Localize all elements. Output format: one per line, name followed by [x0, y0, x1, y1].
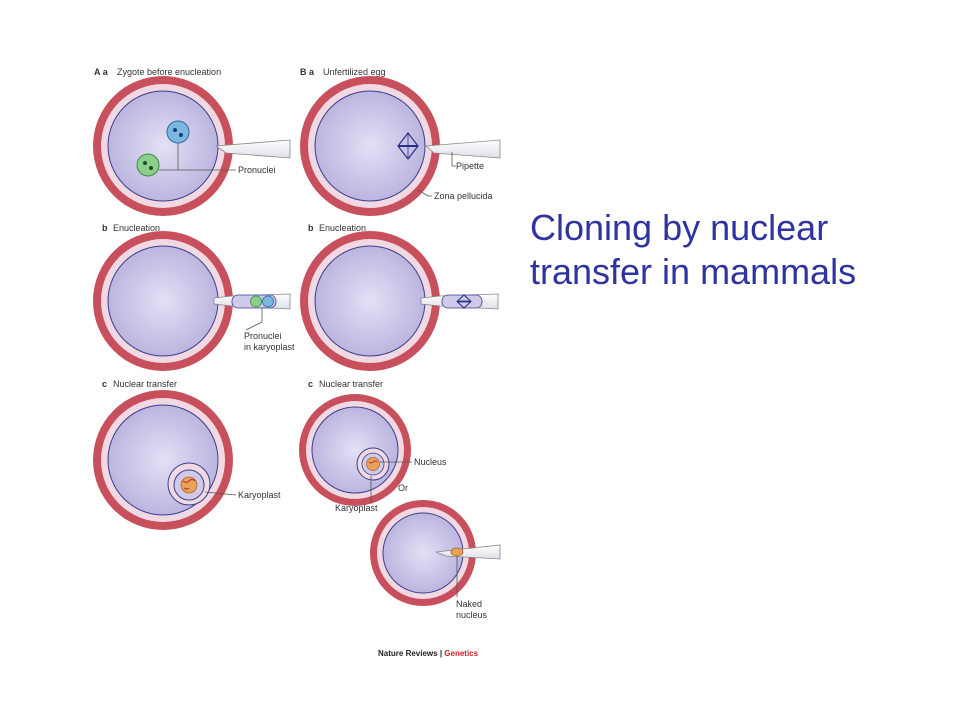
panel-b-c-caption: Nuclear transfer	[319, 379, 383, 389]
pronucleus-blue	[262, 295, 274, 308]
panel-b-b-caption: Enucleation	[319, 223, 366, 233]
credit-section: Genetics	[444, 649, 478, 658]
panel-a-b-letter: b	[102, 223, 108, 233]
label-nucleus: Nucleus	[414, 457, 447, 467]
label-pronuclei-karyoplast-2: in karyoplast	[244, 342, 295, 352]
pronucleus-blue	[166, 120, 190, 144]
panel-a-c: c Nuclear transfer Karyoplast	[93, 379, 281, 530]
label-zona-pellucida: Zona pellucida	[434, 191, 493, 201]
metaphase-spindle	[397, 132, 419, 160]
oocyte-cytoplasm	[107, 245, 219, 357]
col-b-letter: B	[300, 67, 307, 77]
panel-a-b-caption: Enucleation	[113, 223, 160, 233]
panel-a-a-caption: Zygote before enucleation	[117, 67, 221, 77]
panel-a-c-letter: c	[102, 379, 107, 389]
oocyte-cytoplasm	[314, 90, 426, 202]
oocyte-cytoplasm	[314, 245, 426, 357]
panel-b-b-letter: b	[308, 223, 314, 233]
panel-a-a-letter: a	[103, 67, 109, 77]
label-naked-nucleus-1: Naked	[456, 599, 482, 609]
label-karyoplast-b: Karyoplast	[335, 503, 378, 513]
injection-pipette	[435, 544, 501, 560]
pronucleus-green	[250, 295, 262, 308]
label-pronuclei: Pronuclei	[238, 165, 276, 175]
panel-a-b: b Enucleation Pronuclei in karyoplast	[93, 223, 295, 371]
label-karyoplast: Karyoplast	[238, 490, 281, 500]
panel-b-c-letter: c	[308, 379, 313, 389]
oocyte-cytoplasm	[107, 90, 219, 202]
label-pronuclei-karyoplast-1: Pronuclei	[244, 331, 282, 341]
naked-nucleus	[450, 547, 464, 557]
panel-a-c-caption: Nuclear transfer	[113, 379, 177, 389]
panel-b-c-alt: Naked nucleus	[370, 500, 501, 620]
label-or: Or	[398, 483, 408, 493]
panel-b-a-caption: Unfertilized egg	[323, 67, 386, 77]
svg-text:B a: B a	[300, 67, 315, 77]
slide-title-line-2: transfer in mammals	[530, 251, 857, 292]
donor-nucleus	[180, 476, 198, 494]
credit-journal: Nature Reviews	[378, 649, 438, 658]
holding-pipette	[214, 139, 291, 159]
oocyte-cytoplasm	[311, 406, 399, 494]
panel-b-b: b Enucleation	[300, 223, 499, 371]
svg-text:A a: A a	[94, 67, 109, 77]
donor-nucleus	[366, 457, 380, 471]
label-pipette: Pipette	[456, 161, 484, 171]
label-naked-nucleus-2: nucleus	[456, 610, 488, 620]
metaphase-spindle	[456, 294, 472, 309]
slide-title-line-1: Cloning by nuclear	[530, 207, 829, 248]
panel-a-a: A a Zygote before enucleation Pronuclei	[93, 67, 291, 216]
credit-separator: |	[438, 649, 445, 658]
col-a-letter: A	[94, 67, 101, 77]
panel-b-a: B a Unfertilized egg Pipette Zona pelluc…	[300, 67, 501, 216]
panel-b-a-letter: a	[309, 67, 315, 77]
pronucleus-green	[136, 153, 160, 177]
figure-credit: Nature Reviews | Genetics	[378, 649, 479, 658]
panel-b-c: c Nuclear transfer Nucleus Karyoplast Or	[299, 379, 447, 513]
slide-title: Cloning by nuclear transfer in mammals	[530, 206, 950, 294]
pipette	[425, 139, 501, 159]
